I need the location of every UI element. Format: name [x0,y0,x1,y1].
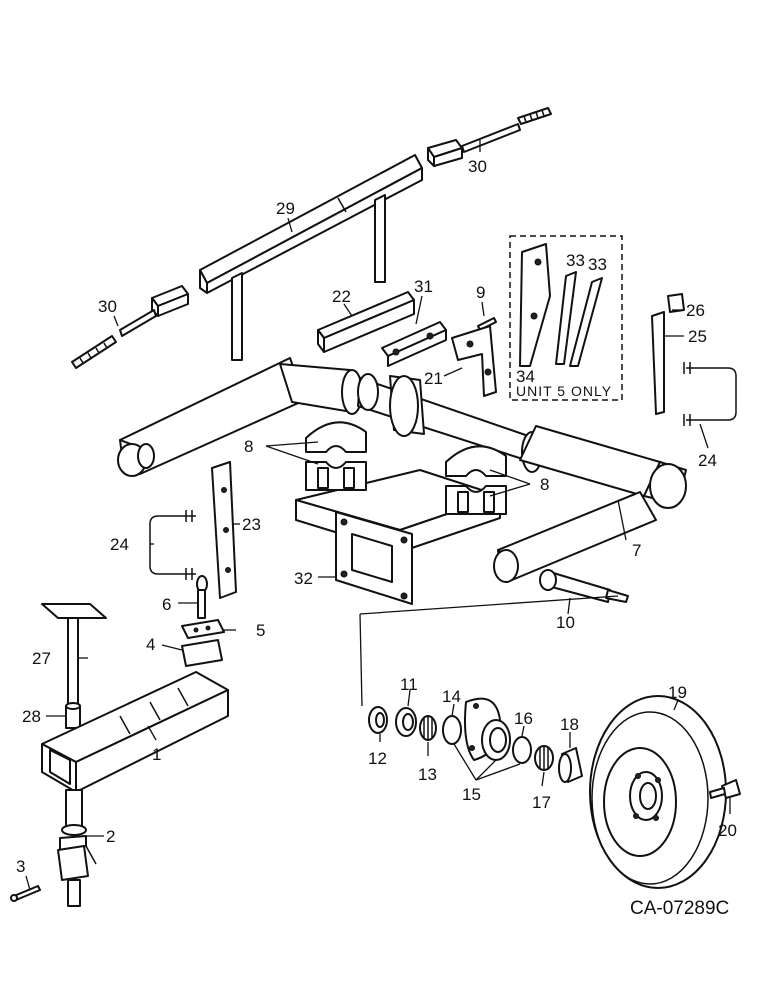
part-12-seal [368,706,388,734]
callout-29: 29 [276,199,295,218]
callout-12: 12 [368,749,387,768]
callout-31: 31 [414,277,433,296]
callout-30-right: 30 [468,157,487,176]
hub-assembly-bracket-top [359,595,619,615]
callout-18: 18 [560,715,579,734]
callout-24-left: 24 [110,535,129,554]
part-6-pin [196,575,208,619]
callout-21: 21 [424,369,443,388]
callout-28: 28 [22,707,41,726]
callout-17: 17 [532,793,551,812]
callout-3: 3 [16,857,25,876]
callout-16: 16 [514,709,533,728]
unit-5-only-group [509,235,623,401]
callout-24-right: 24 [698,451,717,470]
callout-2: 2 [106,827,115,846]
leader-lines [25,140,731,891]
callout-4: 4 [146,635,155,654]
part-30-right-link [427,107,552,167]
callout-20: 20 [718,821,737,840]
callout-7: 7 [632,541,641,560]
part-2-jack [57,789,97,907]
part-24-right-ubolt [683,362,737,426]
callout-6: 6 [162,595,171,614]
part-18-cap [558,747,583,783]
part-1-tongue [41,671,229,793]
part-8-clamp-left [305,421,367,491]
callout-5: 5 [256,621,265,640]
part-27-jack-stand [41,603,107,705]
hub-assembly-bracket-left [359,613,363,707]
callout-19: 19 [668,683,687,702]
part-15-hub [464,697,511,761]
part-23-bar [211,461,237,599]
part-28-bushing [65,702,81,729]
callout-33-a: 33 [566,251,585,270]
callout-1: 1 [152,745,161,764]
part-22-channel [317,291,415,353]
part-8-clamp-right [445,445,507,515]
part-29-hitch-frame [199,154,423,361]
callout-15: 15 [462,785,481,804]
callout-8-right: 8 [540,475,549,494]
part-24-left-ubolt [149,510,196,580]
part-10-spindle [539,569,629,603]
callout-33-b: 33 [588,255,607,274]
callout-8-left: 8 [244,437,253,456]
unit-5-only-note: UNIT 5 ONLY [516,383,612,399]
part-14-race [442,715,462,745]
callout-13: 13 [418,765,437,784]
part-20-lug-bolt [709,779,741,799]
part-3-pin [10,885,41,902]
part-11-race [395,707,417,737]
callout-10: 10 [556,613,575,632]
part-13-bearing [419,715,437,741]
callout-26: 26 [686,301,705,320]
callout-14: 14 [442,687,461,706]
part-4-clip [181,639,223,667]
part-21-bracket [451,325,497,397]
callout-11: 11 [400,675,418,694]
callout-34: 34 [516,367,535,386]
part-30-left-link [71,285,189,369]
drawing-code: CA-07289C [630,898,729,919]
callout-30-left: 30 [98,297,117,316]
part-7-axle-arm [493,425,687,583]
part-17-bearing [534,745,554,771]
callout-23: 23 [242,515,261,534]
callout-32: 32 [294,569,313,588]
callout-22: 22 [332,287,351,306]
part-5-plate [181,619,225,639]
part-16-race [512,736,532,764]
part-19-wheel [589,695,727,889]
callout-9: 9 [476,283,485,302]
callout-labels: 1 2 3 4 5 6 7 8 8 9 10 11 12 13 14 15 16… [16,157,737,876]
callout-27: 27 [32,649,51,668]
part-26-clip [667,293,685,313]
part-25-strap [651,311,665,415]
callout-25: 25 [688,327,707,346]
part-31-plate [381,321,447,367]
